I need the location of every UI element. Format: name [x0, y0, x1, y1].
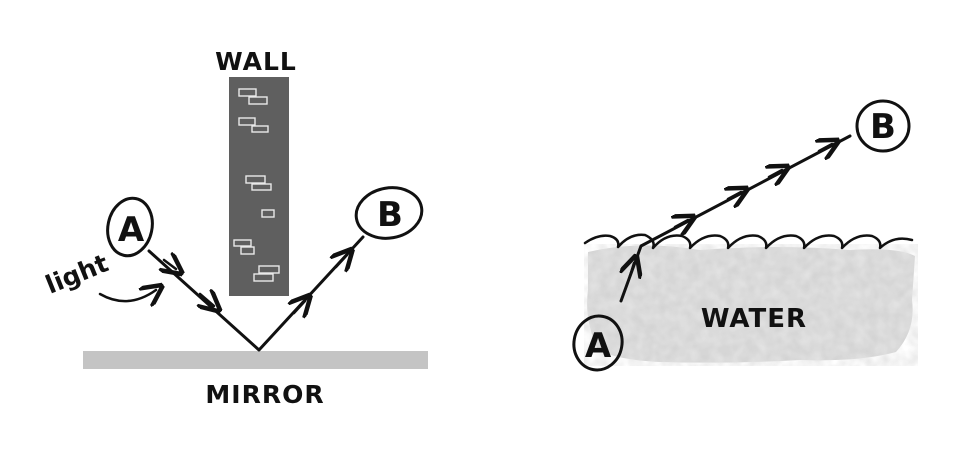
point-b-right: B [855, 99, 911, 153]
svg-text:A: A [118, 210, 145, 250]
mirror-label: MIRROR [205, 380, 324, 409]
svg-text:B: B [377, 195, 403, 235]
mirror [83, 351, 428, 369]
svg-text:A: A [585, 326, 612, 366]
light-ray-left [147, 235, 365, 352]
svg-text:B: B [870, 107, 896, 147]
wall [229, 77, 289, 296]
wall-bricks [233, 88, 280, 282]
water-label: WATER [701, 304, 807, 334]
refraction-panel: WATER A B [572, 99, 918, 372]
point-a-left: A [106, 196, 154, 258]
wall-label: WALL [215, 47, 297, 76]
point-a-right: A [572, 314, 624, 372]
light-ray-right [621, 134, 852, 303]
water-surface [583, 233, 914, 250]
reflection-panel: WALL MIRROR A B [41, 47, 428, 409]
light-label: light [41, 248, 112, 299]
point-b-left: B [354, 186, 424, 240]
light-pointer-arrow [98, 290, 156, 301]
